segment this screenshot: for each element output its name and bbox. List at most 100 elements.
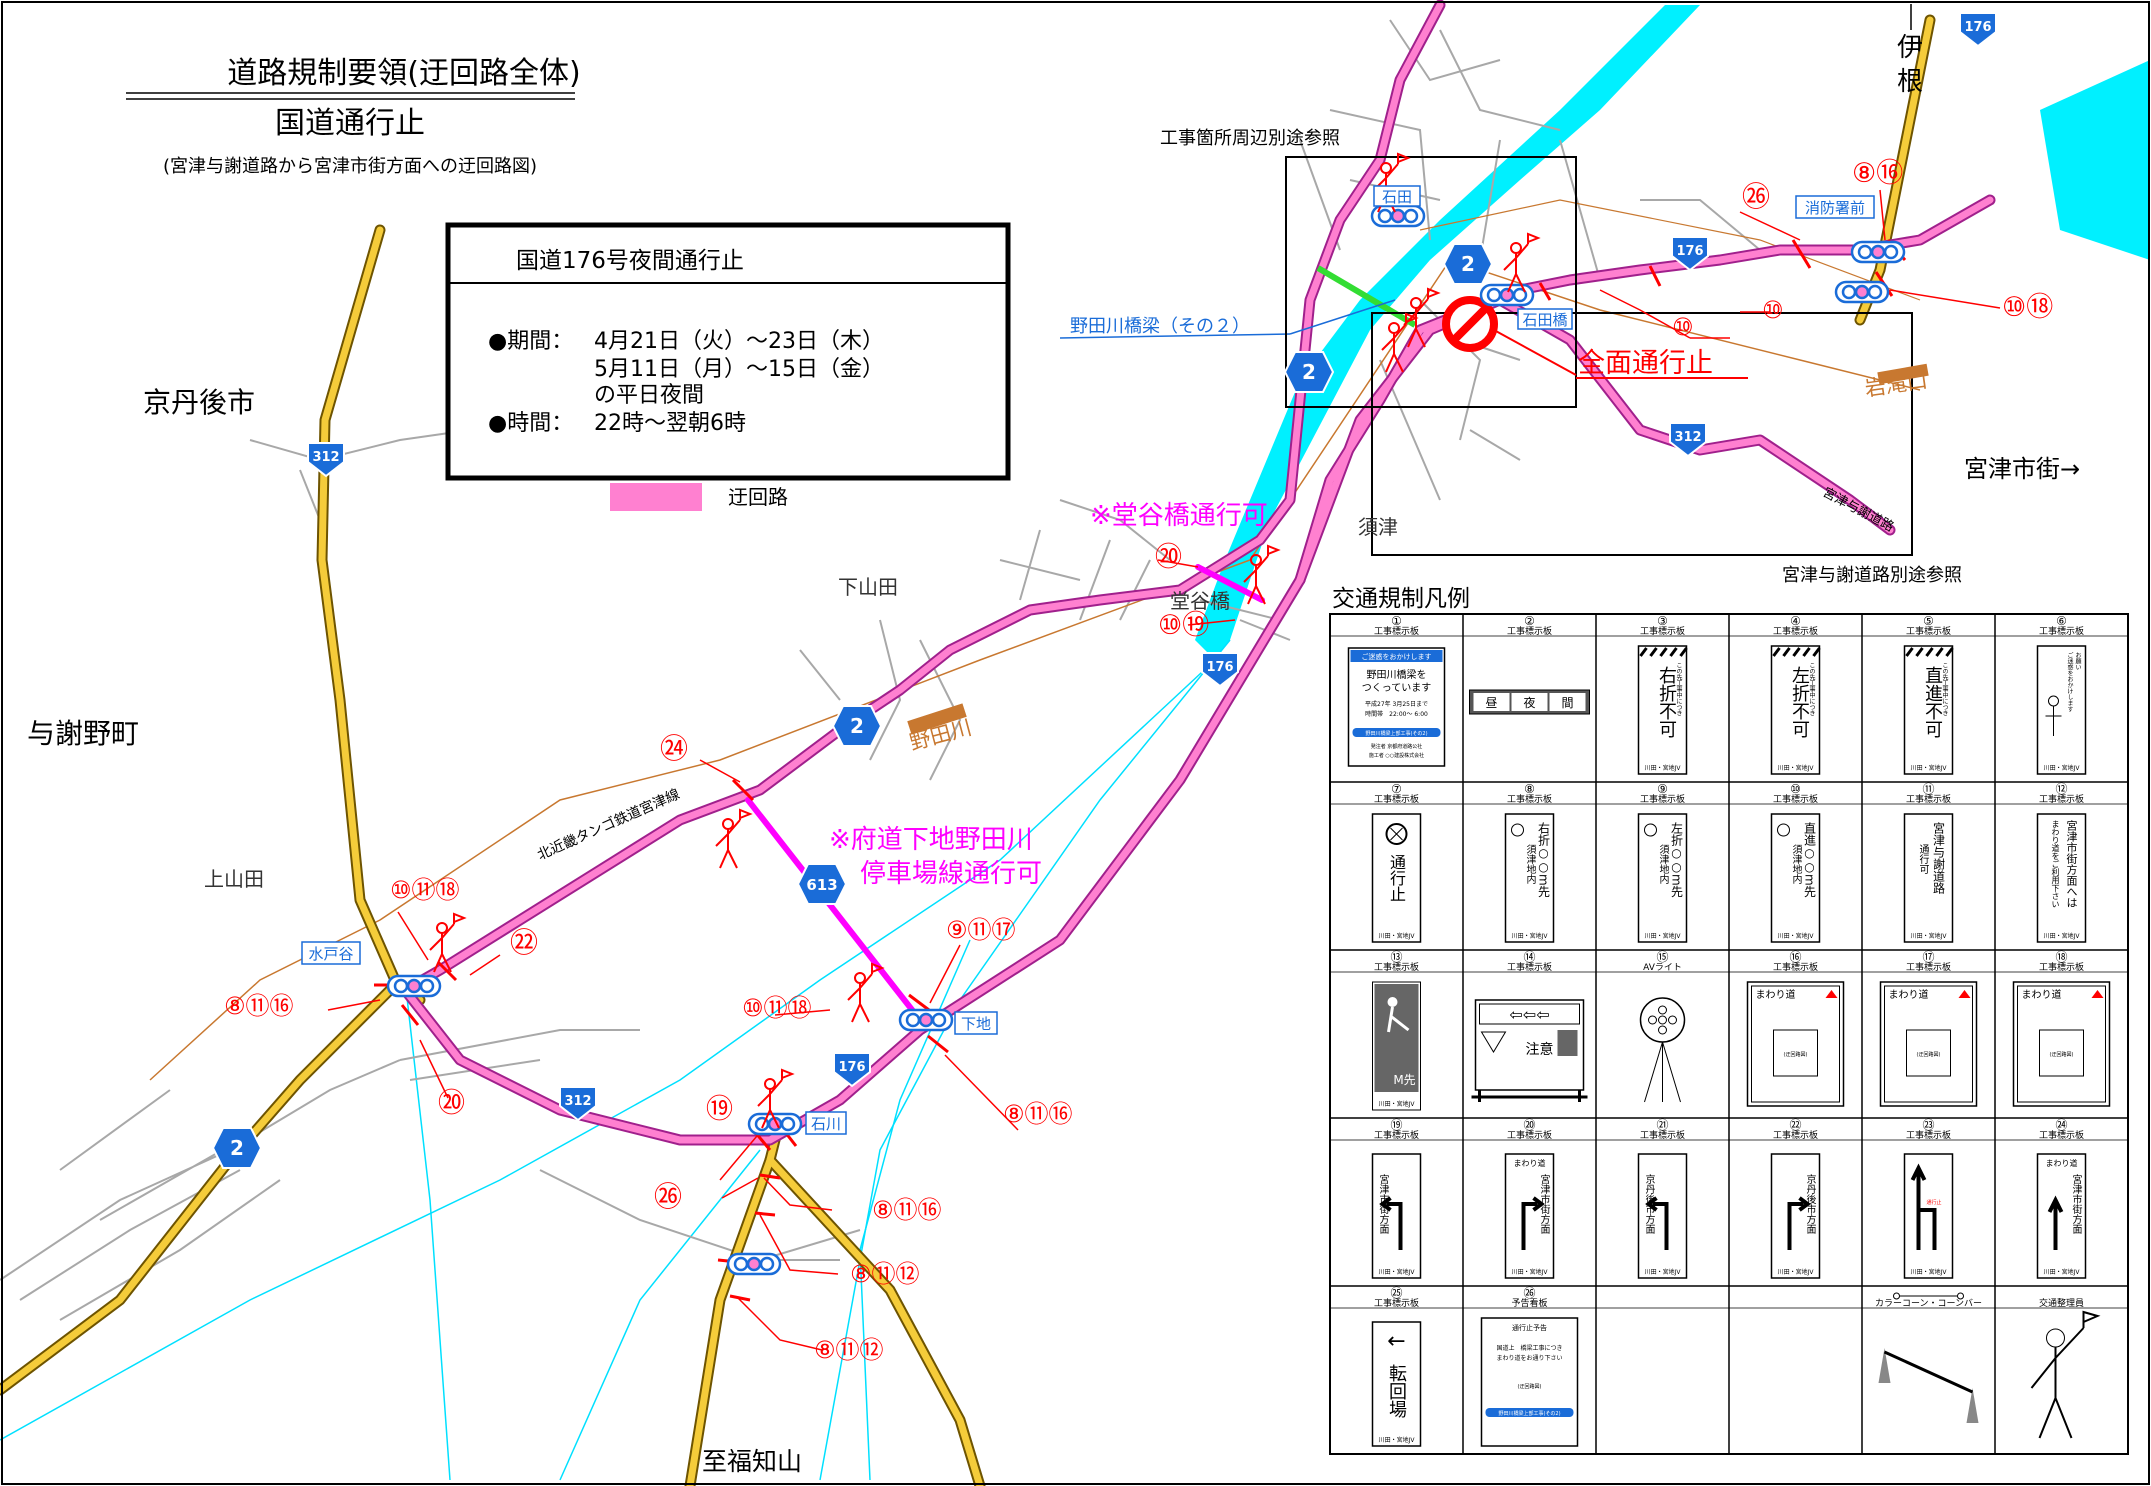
sign-3-main: 右折不可 [1656,666,1677,738]
route-mini-icon [1644,823,1657,837]
railway-label: 北近畿タンゴ鉄道宮津線 [535,785,683,863]
construction-ref-box [1285,156,1577,408]
doyabashi-ok-label: ※堂谷橋通行可 [1090,501,1268,531]
callout-10-11-18-center: ⑩⑪⑱ [742,994,812,1022]
sign-2-slot [1549,693,1586,711]
sign-22-main: 京丹後市方面 [1804,1173,1816,1235]
cone-right-icon [1966,1388,1979,1423]
legend-num: ⑫ [2055,782,2067,796]
callout-8-11-16-west: ⑧⑪⑯ [224,992,294,1020]
sign-stripe [1925,647,1934,657]
legend-category: 工事標示板 [1507,961,1552,973]
sign-6-board [2036,645,2087,775]
legend-category: カラーコーン・コーンバー [1875,1298,1982,1309]
route-mini-icon [1511,823,1524,837]
legend-num: ⑪ [1922,782,1934,796]
route-312-label: 312 [1674,430,1701,445]
sign-stripe [1659,647,1668,657]
info-time-label: ●時間： [488,411,573,436]
info-period-2: 5月11日（月）～15日（金） [594,357,884,382]
sign-4-sub: この先工事中につき [1808,662,1815,716]
sign-16-head: まわり道 [1756,988,1796,1001]
detour-map-frame [1773,1029,1818,1077]
bridge-marker-line [1316,265,1417,328]
legend-category: 工事標示板 [2039,1129,2084,1141]
legend-cell: 交通整理員 [2030,1297,2101,1439]
sign-18-board [2012,981,2111,1107]
sign-stripe [1812,647,1821,657]
detour-map-text: (迂回路図) [1917,1051,1941,1058]
callout-10-closure: ⑩ [1672,313,1694,341]
sign-stripe [1679,647,1688,657]
sign-stripe [1782,647,1791,657]
legend-category: 工事標示板 [1507,1129,1552,1141]
miyazu-road-ref-box [1371,312,1913,556]
sign-7-board [1371,813,1422,943]
sign-12-sub: まわり道をご利用下さい [2051,820,2060,908]
sign-stripe [1639,647,1648,657]
sign-2-text: 夜 [1523,695,1535,710]
legend-category: 交通整理員 [2039,1297,2084,1309]
sign-footer: 川田・宮地JV [1778,764,1815,772]
sign-footer: 川田・宮地JV [2044,764,2081,772]
legend-num: ⑧ [1524,782,1535,796]
sign-26-line2: まわり道をお通り下さい [1496,1354,1562,1362]
route-2-label: 2 [850,714,864,738]
sign-1-line2: つくっています [1362,682,1432,694]
detour-legend-swatch [610,483,702,511]
legend-num: ㉔ [2055,1118,2067,1132]
sign-footer: 川田・宮地JV [1645,1268,1682,1276]
legend-category: 工事標示板 [1773,793,1818,805]
sign-5-main: 直進不可 [1922,666,1943,738]
route-312-label: 312 [564,1094,591,1109]
worker-mini-icon [1557,1030,1578,1056]
callout-8-11-12-b: ⑧⑪⑫ [814,1336,884,1364]
legend-category: 工事標示板 [1773,625,1818,637]
sign-8-main: 右折○○m先 [1537,821,1551,899]
callout-numbers: ㉖ ⑧⑯ ⑩⑱ ⑩ ⑩ ⑳ ⑩⑲ ㉔ ⑩⑪⑱ ㉒ ⑧⑪⑯ ⑳ ⑨⑪⑰ ⑩⑪⑱ ⑲… [224,158,2053,1364]
sign-stripe [1792,647,1801,657]
sign-12-board [2036,813,2087,943]
sign-stripe [1669,647,1678,657]
sign-footer: 川田・宮地JV [1379,1436,1416,1444]
digging-worker-body [1387,1006,1410,1033]
legend-num: ⑳ [1523,1118,1535,1132]
sign-16-board [1746,981,1845,1107]
legend-num: ⑰ [1922,950,1934,964]
legend-num: ③ [1657,614,1668,628]
legend-num: ⑮ [1656,950,1668,964]
sign-1-line4: 時間帯 22:00～ 6:00 [1365,710,1428,718]
sign-1-board [1347,647,1446,767]
callout-22: ㉒ [510,926,538,959]
place-doyabashi: 堂谷橋 [1170,589,1230,613]
sign-footer: 川田・宮地JV [1645,932,1682,940]
legend-category: 工事標示板 [1906,793,1951,805]
closure-pointer [1493,329,1577,376]
av-lamp [1658,1005,1667,1015]
sign-26-line1: 国道上 橋梁工事につき [1496,1344,1562,1352]
sign-24-board [2036,1153,2087,1279]
sign-9-main: 左折○○m先 [1670,821,1684,899]
sign-3-sub: この先工事中につき [1675,662,1682,716]
info-period-3: の平日夜間 [594,383,704,408]
sign-8-board [1504,813,1555,943]
bridge-pointer [1289,299,1396,335]
sign-17-board [1879,981,1978,1107]
callout-8-11-16-shimochi: ⑧⑪⑯ [1003,1100,1073,1128]
